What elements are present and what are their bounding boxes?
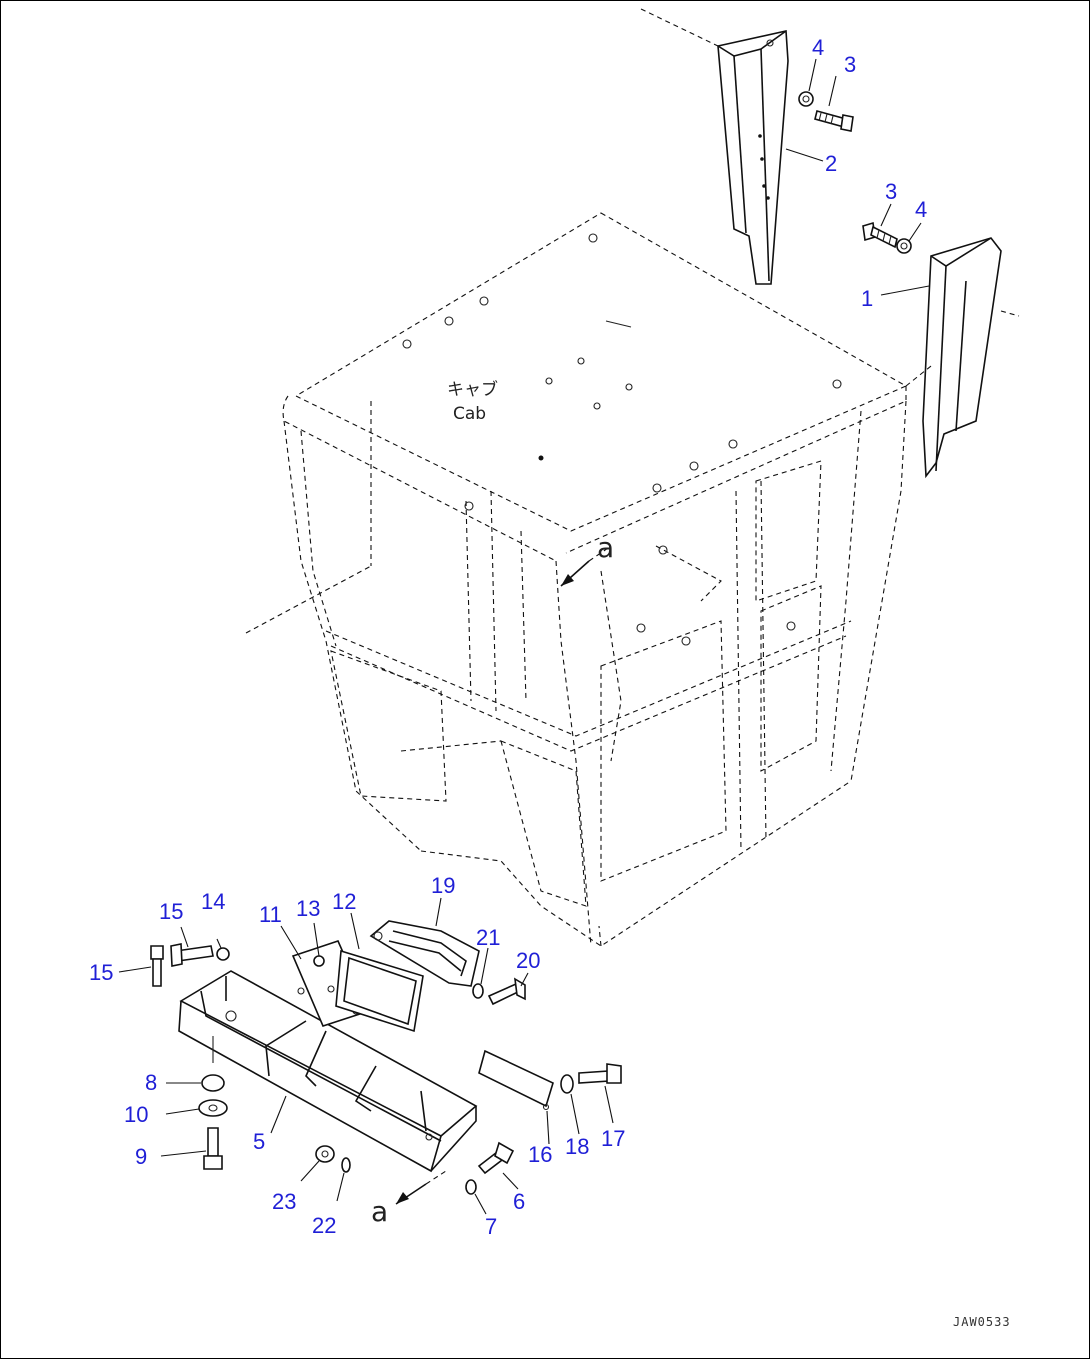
cab-outline: [245, 212, 908, 947]
part-10-washer: [198, 1099, 228, 1117]
callout-4-right: 4: [915, 197, 927, 222]
callout-9: 9: [135, 1144, 147, 1169]
part-13-nut: [313, 955, 325, 967]
callout-2: 2: [825, 151, 837, 176]
part-14-nut: [216, 947, 230, 961]
bolt-3-upper: [814, 110, 854, 132]
cab-label-en: Cab: [453, 404, 486, 424]
part-15-bolt-a: [170, 943, 214, 967]
ref-arrow-upper: [560, 545, 612, 587]
part-15-bolt-b: [150, 945, 164, 987]
part-1-cover-right: [905, 237, 1020, 479]
part-21-washer: [472, 983, 484, 999]
callout-1: 1: [861, 286, 873, 311]
callout-3-right: 3: [885, 179, 897, 204]
part-5-tray: [178, 970, 478, 1173]
ref-arrow-lower: [395, 1170, 447, 1205]
callout-20: 20: [516, 948, 540, 973]
part-16-plate: [478, 1049, 554, 1111]
callout-23: 23: [272, 1189, 296, 1214]
callout-4-upper: 4: [812, 35, 824, 60]
ref-mark-upper: a: [597, 531, 614, 564]
callout-15-upper: 15: [159, 899, 183, 924]
callout-5: 5: [253, 1129, 265, 1154]
part-22-washer: [341, 1157, 351, 1173]
cab-label-jp: キャブ: [447, 379, 498, 400]
callout-3-upper: 3: [844, 52, 856, 77]
leader-lines: [118, 58, 930, 1215]
part-7-washer: [465, 1179, 477, 1195]
callout-18: 18: [565, 1134, 589, 1159]
callout-10: 10: [124, 1102, 148, 1127]
callout-11: 11: [259, 902, 282, 927]
drawing-id: JAW0533: [953, 1315, 1011, 1329]
part-18-washer: [560, 1074, 574, 1094]
callout-13: 13: [296, 896, 320, 921]
callout-15-left: 15: [89, 960, 113, 985]
part-8-spacer: [201, 1074, 225, 1092]
callout-17: 17: [601, 1126, 625, 1151]
ref-mark-lower: a: [371, 1195, 388, 1228]
callout-12: 12: [332, 889, 356, 914]
bolt-3-right: [862, 221, 898, 249]
part-17-bolt: [578, 1063, 622, 1084]
part-2-cover-upper: [640, 8, 789, 285]
callout-16: 16: [528, 1142, 552, 1167]
callout-22: 22: [312, 1213, 336, 1238]
callout-8: 8: [145, 1070, 157, 1095]
callout-19: 19: [431, 873, 455, 898]
callout-6: 6: [513, 1189, 525, 1214]
washer-4-upper: [798, 91, 814, 107]
callout-7: 7: [485, 1214, 497, 1239]
part-20-bolt: [487, 977, 526, 1006]
part-6-bolt: [477, 1141, 515, 1175]
part-23-nut: [315, 1145, 335, 1163]
callout-14: 14: [201, 889, 225, 914]
part-9-bolt: [203, 1127, 223, 1170]
callout-21: 21: [476, 925, 500, 950]
washer-4-right: [896, 238, 912, 254]
part-19-handle: [369, 920, 480, 987]
part-12-window: [335, 949, 424, 1033]
